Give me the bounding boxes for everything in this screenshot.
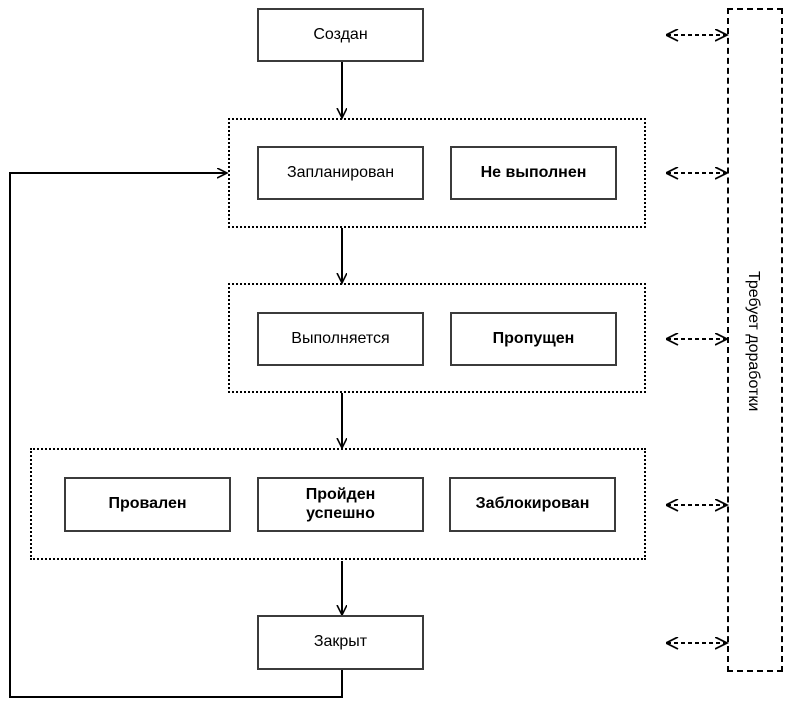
state-box-failed[interactable]: Провален xyxy=(64,477,231,532)
state-box-closed[interactable]: Закрыт xyxy=(257,615,424,670)
state-box-blocked[interactable]: Заблокирован xyxy=(449,477,616,532)
state-box-skipped[interactable]: Пропущен xyxy=(450,312,617,366)
state-box-not-executed[interactable]: Не выполнен xyxy=(450,146,617,200)
state-box-created[interactable]: Создан xyxy=(257,8,424,62)
state-box-passed-line1: Пройден xyxy=(305,485,376,503)
state-box-planned[interactable]: Запланирован xyxy=(257,146,424,200)
rework-panel[interactable] xyxy=(727,8,783,672)
group-box-in-progress xyxy=(228,283,646,393)
state-box-in-progress[interactable]: Выполняется xyxy=(257,312,424,366)
group-box-planned xyxy=(228,118,646,228)
state-box-passed[interactable]: Пройден успешно xyxy=(257,477,424,532)
group-box-results xyxy=(30,448,646,560)
rework-panel-label: Требует доработки xyxy=(745,271,762,412)
state-box-passed-line2: успешно xyxy=(306,504,375,522)
